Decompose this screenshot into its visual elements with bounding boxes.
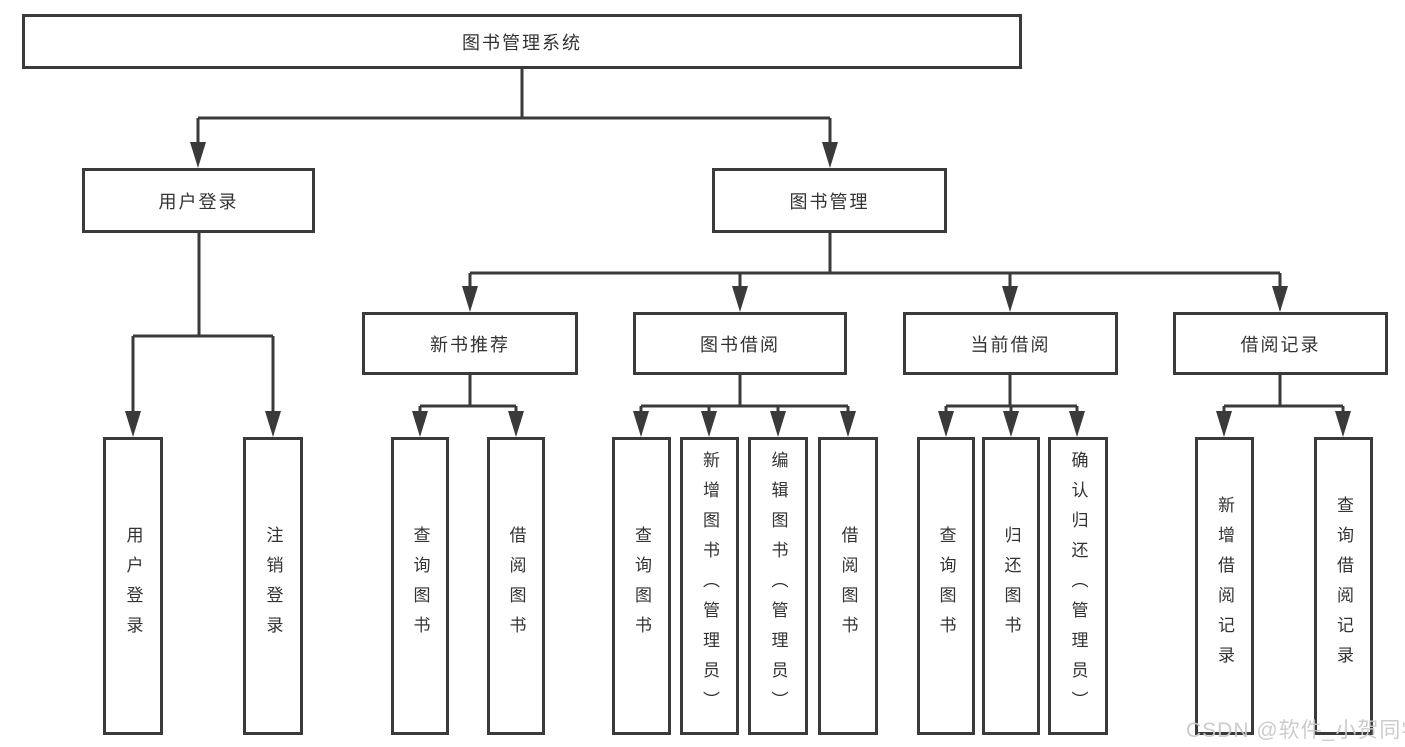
- leaf-confirm-return-admin: 确认归还（管理员）: [1048, 437, 1108, 735]
- leaf-query-books-borrow-label: 查询图书: [632, 526, 651, 646]
- node-book-management-label: 图书管理: [789, 191, 870, 212]
- node-new-book-recommend-label: 新书推荐: [430, 334, 510, 355]
- leaf-user-login: 用户登录: [103, 437, 163, 735]
- node-book-borrow: 图书借阅: [633, 312, 847, 375]
- leaf-user-login-label: 用户登录: [123, 526, 143, 646]
- node-user-login: 用户登录: [82, 168, 315, 233]
- node-borrow-records-label: 借阅记录: [1240, 334, 1321, 355]
- leaf-borrow-books-recommend-label: 借阅图书: [506, 526, 526, 646]
- leaf-borrow-books-recommend: 借阅图书: [487, 437, 545, 735]
- node-current-borrow-label: 当前借阅: [970, 334, 1051, 355]
- node-book-management: 图书管理: [712, 168, 947, 233]
- leaf-logout-label: 注销登录: [263, 526, 283, 646]
- leaf-query-books-current-label: 查询图书: [936, 526, 956, 646]
- leaf-query-books-current: 查询图书: [917, 437, 975, 735]
- leaf-add-borrow-record-label: 新增借阅记录: [1215, 496, 1234, 676]
- leaf-borrow-books-borrow: 借阅图书: [818, 437, 878, 735]
- watermark: CSDN @软件_小贺同学: [1186, 719, 1405, 742]
- leaf-borrow-books-borrow-label: 借阅图书: [838, 526, 858, 646]
- leaf-return-book: 归还图书: [982, 437, 1040, 735]
- leaf-edit-book-admin: 编辑图书（管理员）: [748, 437, 808, 735]
- node-user-login-label: 用户登录: [158, 191, 239, 212]
- leaf-query-books-borrow: 查询图书: [612, 437, 671, 735]
- leaf-return-book-label: 归还图书: [1001, 526, 1021, 646]
- node-new-book-recommend: 新书推荐: [362, 312, 578, 375]
- leaf-query-books-recommend: 查询图书: [391, 437, 449, 735]
- leaf-query-books-recommend-label: 查询图书: [410, 526, 430, 646]
- leaf-add-borrow-record: 新增借阅记录: [1195, 437, 1254, 735]
- node-borrow-records: 借阅记录: [1173, 312, 1388, 375]
- leaf-query-borrow-record-label: 查询借阅记录: [1334, 496, 1353, 676]
- leaf-edit-book-admin-label: 编辑图书（管理员）: [768, 451, 788, 721]
- node-root-label: 图书管理系统: [462, 32, 582, 53]
- arrowheads: [125, 142, 1351, 437]
- leaf-add-book-admin: 新增图书（管理员）: [680, 437, 739, 735]
- leaf-query-borrow-record: 查询借阅记录: [1314, 437, 1373, 735]
- leaf-logout: 注销登录: [243, 437, 303, 735]
- node-current-borrow: 当前借阅: [903, 312, 1118, 375]
- node-book-borrow-label: 图书借阅: [700, 334, 780, 355]
- leaf-add-book-admin-label: 新增图书（管理员）: [700, 451, 719, 721]
- node-root: 图书管理系统: [22, 14, 1022, 69]
- leaf-confirm-return-admin-label: 确认归还（管理员）: [1068, 451, 1088, 721]
